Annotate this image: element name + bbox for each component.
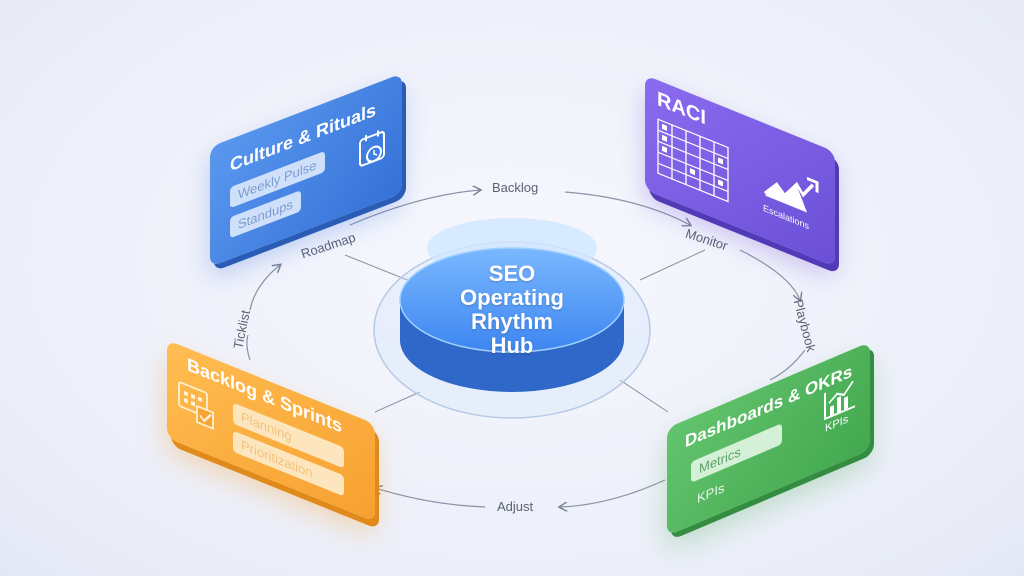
- cycle-label-top: Backlog: [492, 180, 539, 195]
- raci-matrix-icon: [657, 118, 729, 203]
- card-culture-rituals[interactable]: Culture & Rituals Weekly Pulse Standups: [210, 73, 402, 268]
- card-dashboards-okrs[interactable]: Dashboards & OKRs Metrics KPIs KPIs: [667, 341, 870, 536]
- trend-up-icon: [763, 176, 819, 213]
- cycle-arc: [564, 191, 690, 225]
- hub-line: Operating: [460, 285, 564, 310]
- hub-line: SEO: [488, 261, 536, 286]
- hub-line: Rhythm: [471, 309, 553, 334]
- hub-line: Hub: [490, 333, 534, 358]
- cycle-arc: [249, 265, 280, 311]
- cycle-arc: [560, 479, 666, 507]
- hub-label[interactable]: SEO Operating Rhythm Hub: [412, 262, 612, 358]
- hub-top: [399, 247, 625, 353]
- cycle-arc: [739, 249, 800, 300]
- cycle-label-bottom: Adjust: [497, 499, 534, 514]
- card-backlog-sprints[interactable]: Backlog & Sprints Planning Prioritizatio…: [167, 340, 375, 523]
- card-raci[interactable]: RACI Escalations: [645, 75, 835, 267]
- kpis-text: KPIs: [697, 479, 725, 507]
- cycle-arc: [246, 334, 251, 361]
- cycle-arc: [769, 349, 806, 381]
- cycle-arc: [375, 488, 486, 508]
- calendar-check-icon: [178, 381, 214, 430]
- calendar-clock-icon: [359, 130, 385, 167]
- bar-chart-icon: [824, 380, 855, 421]
- cycle-arc: [349, 190, 480, 226]
